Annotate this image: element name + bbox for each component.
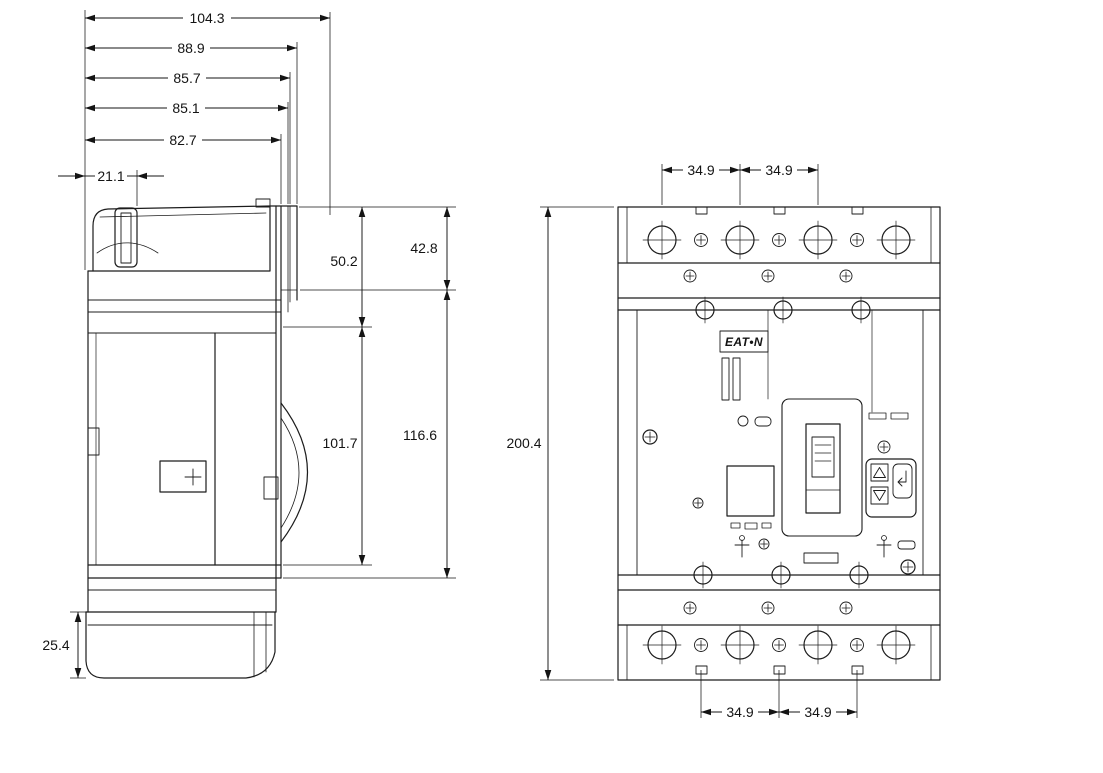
side-handle-slot	[114, 207, 138, 268]
side-view	[85, 198, 308, 679]
dim-label-lower-front-height: 101.7	[322, 435, 357, 451]
up-button	[870, 463, 889, 482]
test-port	[897, 540, 916, 550]
dimension-annotations	[58, 10, 858, 718]
vent-slot	[732, 357, 741, 401]
rating-plate	[726, 465, 775, 517]
cover-screw	[642, 429, 658, 445]
toggle-handle	[781, 398, 863, 537]
down-triangle-icon	[873, 490, 886, 501]
bottom-terminal-row	[642, 601, 916, 675]
indicator-dot	[737, 415, 749, 427]
adjustment-buttons	[865, 458, 917, 518]
up-triangle-icon	[873, 467, 886, 478]
dim-label-depth-1: 104.3	[189, 10, 224, 26]
brand-plate	[719, 330, 769, 353]
dim-label-depth-4: 85.1	[172, 100, 199, 116]
vent-slot	[721, 357, 730, 401]
dim-label-overall-height: 200.4	[506, 435, 541, 451]
dim-label-upper-front-height: 50.2	[330, 253, 357, 269]
dim-label-lower-rear-height: 116.6	[403, 427, 437, 443]
dim-label-bottom-pitch-2: 34.9	[804, 704, 831, 720]
top-terminal-row	[642, 220, 916, 283]
side-mounting-clip	[87, 427, 100, 456]
dimension-labels: 104.3 88.9 85.7 85.1 82.7 21.1 50.2 42.8…	[42, 10, 831, 720]
dim-label-handle-offset: 21.1	[97, 168, 124, 184]
extension-lines	[70, 10, 858, 718]
dim-label-base-height: 25.4	[42, 637, 69, 653]
front-view	[617, 206, 941, 681]
eaton-logo: EAT•N	[725, 335, 763, 349]
enter-arrow-icon	[897, 470, 907, 487]
side-top-tab	[255, 198, 271, 208]
dim-label-bottom-pitch-1: 34.9	[726, 704, 753, 720]
dim-label-top-pitch-2: 34.9	[765, 162, 792, 178]
down-button	[870, 486, 889, 505]
sealing-features	[734, 535, 916, 575]
dim-label-depth-5: 82.7	[169, 132, 196, 148]
handle-swing-arc	[280, 402, 308, 543]
dim-label-depth-3: 85.7	[173, 70, 200, 86]
trip-button	[754, 416, 772, 427]
side-terminal-screw	[159, 460, 207, 493]
enter-button	[892, 463, 913, 499]
upper-case-screws	[691, 296, 875, 324]
dim-label-top-pitch-1: 34.9	[687, 162, 714, 178]
lower-case-screws	[689, 561, 873, 589]
dim-label-depth-2: 88.9	[177, 40, 204, 56]
dim-label-upper-rear-height: 42.8	[410, 240, 437, 256]
